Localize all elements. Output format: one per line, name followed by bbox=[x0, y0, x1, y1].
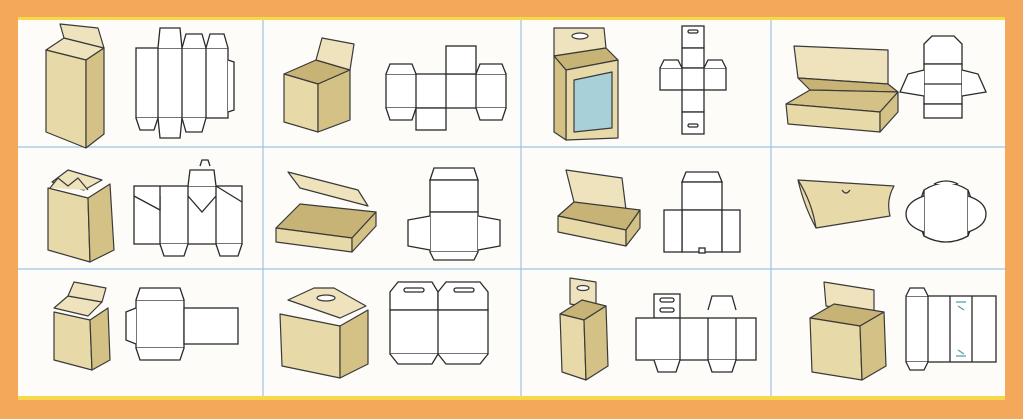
mailer-dieline bbox=[663, 171, 741, 254]
cell-mailer bbox=[557, 169, 741, 254]
cell-lid-tray bbox=[275, 167, 501, 261]
window-sleeve-dieline bbox=[905, 287, 997, 371]
cell-carry-handle bbox=[279, 281, 489, 379]
tuck-end-box bbox=[45, 23, 105, 149]
open-lid-tray-box bbox=[275, 171, 377, 253]
cell-tuck-end bbox=[45, 23, 235, 149]
cell-display-tray bbox=[785, 35, 987, 133]
cell-open-top bbox=[809, 281, 997, 381]
mailer-box bbox=[557, 169, 641, 247]
carry-handle-box bbox=[279, 287, 369, 379]
box-diagram-grid bbox=[18, 20, 1005, 396]
diagram-panel bbox=[18, 17, 1005, 400]
display-tray-box bbox=[785, 45, 899, 133]
hang-tab-window-box bbox=[553, 27, 619, 141]
carry-handle-dieline bbox=[389, 281, 489, 365]
pillow-dieline bbox=[905, 180, 987, 243]
gable-fold-box bbox=[47, 169, 115, 263]
cell-flap-top bbox=[53, 281, 239, 371]
gable-fold-dieline bbox=[133, 159, 243, 257]
cell-cube-flap bbox=[283, 37, 507, 133]
cell-hang-tab bbox=[553, 25, 727, 141]
flap-top-dieline bbox=[125, 287, 239, 361]
flap-top-box bbox=[53, 281, 111, 371]
open-top-box bbox=[809, 281, 887, 381]
grid-lines bbox=[18, 20, 1005, 396]
hang-hole-box bbox=[559, 277, 609, 381]
cube-cross-dieline bbox=[385, 45, 507, 131]
tuck-end-dieline bbox=[135, 27, 235, 139]
cell-gable-fold bbox=[47, 159, 243, 263]
outer-frame bbox=[8, 7, 1015, 412]
hang-tab-dieline bbox=[659, 25, 727, 135]
display-tray-dieline bbox=[899, 35, 987, 119]
pillow-box bbox=[797, 179, 895, 229]
cell-hang-hole bbox=[559, 277, 757, 381]
cell-pillow bbox=[797, 179, 987, 243]
lid-tray-dieline bbox=[407, 167, 501, 261]
cube-flap-box bbox=[283, 37, 355, 133]
hang-hole-dieline bbox=[635, 293, 757, 373]
